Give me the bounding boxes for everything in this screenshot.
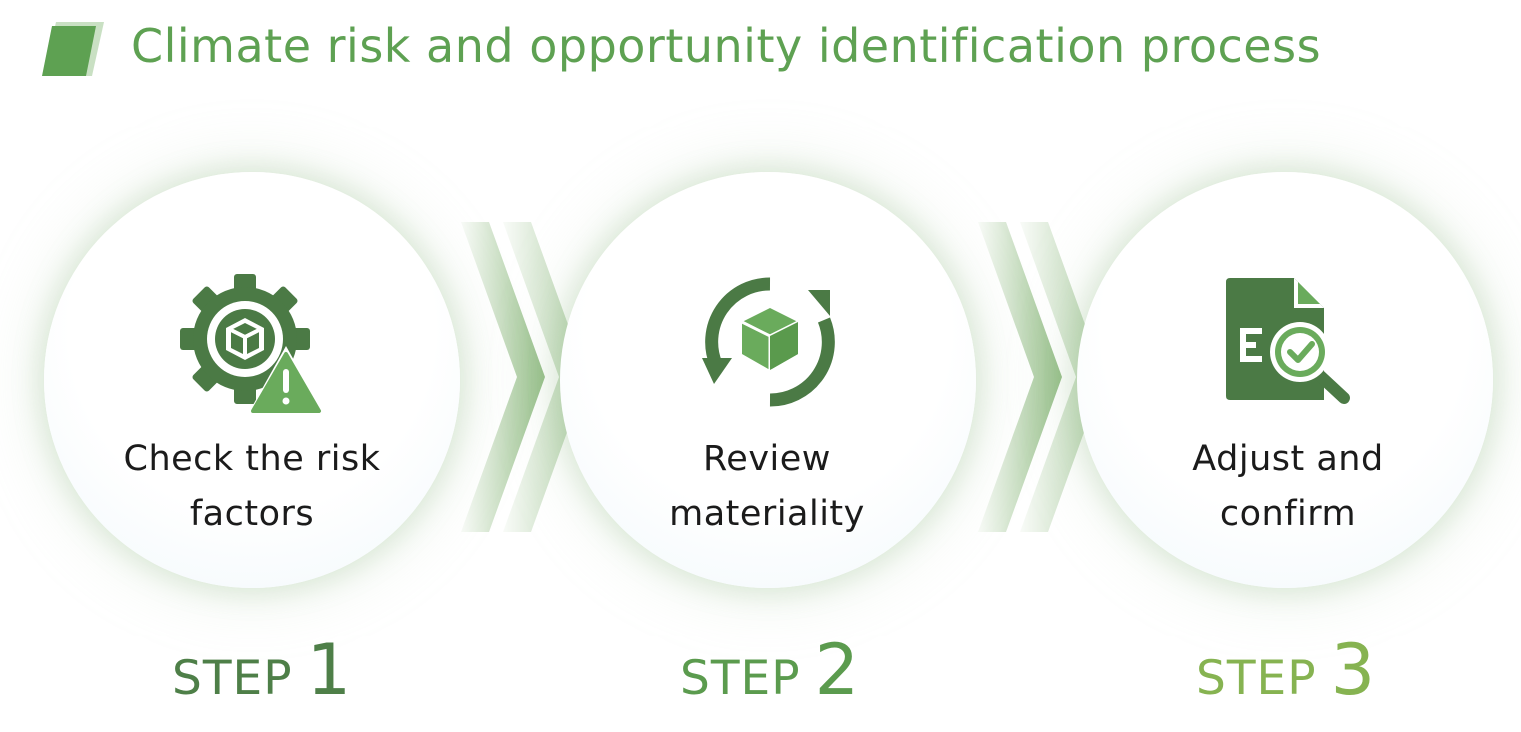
step-2-circle <box>560 172 976 588</box>
step-1-number: 1 <box>306 629 352 711</box>
step-3-description: Adjust and confirm <box>1192 439 1384 534</box>
document-check-icon <box>1226 278 1350 404</box>
step-3-word: STEP <box>1196 651 1317 706</box>
cube-cycle-icon <box>702 277 835 407</box>
step-2-word: STEP <box>680 651 801 706</box>
step-1-description: Check the risk factors <box>123 439 381 534</box>
page-title: Climate risk and opportunity identificat… <box>131 19 1322 73</box>
gear-warning-icon <box>180 274 324 414</box>
step-1-word: STEP <box>172 651 293 706</box>
step-2-description: Review materiality <box>669 439 865 534</box>
step-3-number: 3 <box>1330 629 1376 711</box>
title-marker-icon <box>42 22 104 76</box>
step-2-number: 2 <box>814 629 860 711</box>
